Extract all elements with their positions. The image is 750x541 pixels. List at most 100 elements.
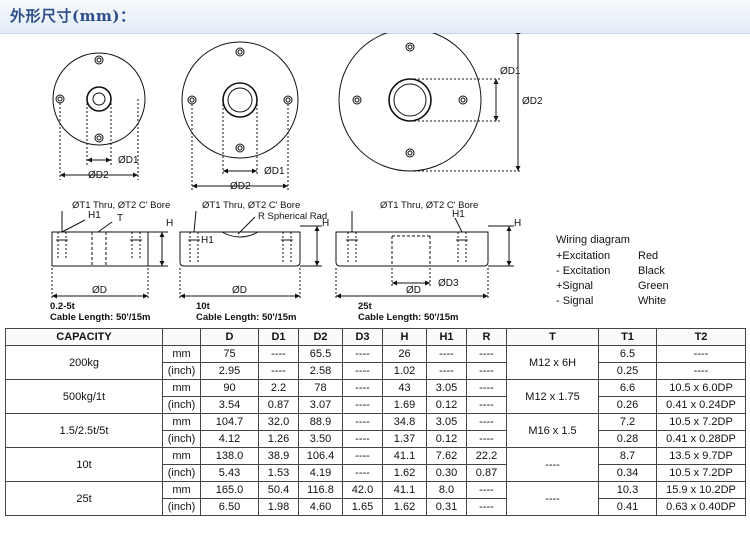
header-t2: T2 bbox=[656, 328, 746, 346]
t-label: T bbox=[117, 213, 123, 224]
r-cell: ---- bbox=[466, 362, 507, 380]
t2-cell: ---- bbox=[656, 345, 746, 363]
header-t1: T1 bbox=[598, 328, 657, 346]
r-cell: ---- bbox=[466, 498, 507, 516]
cable-note: Cable Length: 50'/15m bbox=[50, 312, 150, 323]
d2-cell: 4.19 bbox=[298, 464, 343, 482]
r-cell: 22.2 bbox=[466, 447, 507, 465]
header-capacity: CAPACITY bbox=[5, 328, 163, 346]
d3-cell: ---- bbox=[342, 464, 383, 482]
unit-cell: (inch) bbox=[162, 362, 201, 380]
h-cell: 1.02 bbox=[382, 362, 427, 380]
cable-note: Cable Length: 50'/15m bbox=[358, 312, 458, 323]
h1-label: H1 bbox=[88, 210, 101, 221]
t1-cell: 0.34 bbox=[598, 464, 657, 482]
header-t: T bbox=[506, 328, 599, 346]
h1-label: H1 bbox=[452, 209, 465, 220]
d3-cell: ---- bbox=[342, 362, 383, 380]
d1-cell: 1.26 bbox=[258, 430, 299, 448]
wire-color: White bbox=[638, 295, 667, 307]
t-cell: M12 x 1.75 bbox=[506, 379, 599, 414]
r-cell: ---- bbox=[466, 396, 507, 414]
h-label: H bbox=[514, 218, 521, 229]
top-view-small bbox=[52, 52, 146, 180]
d3-cell: ---- bbox=[342, 447, 383, 465]
unit-cell: (inch) bbox=[162, 430, 201, 448]
h1-cell: ---- bbox=[426, 345, 467, 363]
h-cell: 1.37 bbox=[382, 430, 427, 448]
thru-note: ØT1 Thru, ØT2 C' Bore bbox=[72, 200, 170, 211]
h1-cell: ---- bbox=[426, 362, 467, 380]
h1-cell: 7.62 bbox=[426, 447, 467, 465]
t-cell: M12 x 6H bbox=[506, 345, 599, 380]
d2-cell: 3.50 bbox=[298, 430, 343, 448]
d1-cell: 1.98 bbox=[258, 498, 299, 516]
h-cell: 43 bbox=[382, 379, 427, 397]
t2-cell: 15.9 x 10.2DP bbox=[656, 481, 746, 499]
t2-cell: 0.41 x 0.24DP bbox=[656, 396, 746, 414]
header-d3: D3 bbox=[342, 328, 383, 346]
header-d: D bbox=[200, 328, 259, 346]
r-cell: ---- bbox=[466, 379, 507, 397]
t1-cell: 0.26 bbox=[598, 396, 657, 414]
d2-cell: 116.8 bbox=[298, 481, 343, 499]
signal-name: +Signal bbox=[556, 280, 594, 292]
r-cell: ---- bbox=[466, 413, 507, 431]
d2-cell: 65.5 bbox=[298, 345, 343, 363]
capacity-note: 0.2-5t bbox=[50, 301, 76, 312]
d1-cell: 38.9 bbox=[258, 447, 299, 465]
signal-name: - Signal bbox=[556, 295, 594, 307]
d2-cell: 78 bbox=[298, 379, 343, 397]
d-cell: 4.12 bbox=[200, 430, 259, 448]
capacity-cell: 1.5/2.5t/5t bbox=[5, 413, 163, 448]
h1-cell: 0.30 bbox=[426, 464, 467, 482]
t2-cell: 0.63 x 0.40DP bbox=[656, 498, 746, 516]
header-d2: D2 bbox=[298, 328, 343, 346]
top-view-medium bbox=[181, 41, 299, 190]
t1-cell: 6.6 bbox=[598, 379, 657, 397]
section-header: 外形尺寸(mm)： bbox=[0, 0, 750, 34]
d3-label: ØD3 bbox=[438, 278, 459, 289]
capacity-note: 10t bbox=[196, 301, 211, 312]
d-cell: 75 bbox=[200, 345, 259, 363]
t1-cell: 0.41 bbox=[598, 498, 657, 516]
header-h1: H1 bbox=[426, 328, 467, 346]
h-label: H bbox=[166, 218, 173, 229]
wire-color: Red bbox=[638, 250, 659, 262]
t1-cell: 8.7 bbox=[598, 447, 657, 465]
d2-cell: 3.07 bbox=[298, 396, 343, 414]
h1-cell: 0.12 bbox=[426, 396, 467, 414]
header-r: R bbox=[466, 328, 507, 346]
header-d1: D1 bbox=[258, 328, 299, 346]
d1-cell: ---- bbox=[258, 345, 299, 363]
wire-color: Black bbox=[638, 265, 665, 277]
thru-note: ØT1 Thru, ØT2 C' Bore bbox=[380, 200, 478, 211]
h1-label: H1 bbox=[201, 235, 214, 246]
d3-cell: 42.0 bbox=[342, 481, 383, 499]
top-view-large bbox=[338, 33, 522, 172]
d3-cell: ---- bbox=[342, 430, 383, 448]
d2-cell: 106.4 bbox=[298, 447, 343, 465]
d-label: ØD bbox=[406, 285, 421, 296]
d-cell: 5.43 bbox=[200, 464, 259, 482]
d1-cell: 1.53 bbox=[258, 464, 299, 482]
d2-label: ØD2 bbox=[522, 96, 543, 107]
r-cell: ---- bbox=[466, 430, 507, 448]
t2-cell: 13.5 x 9.7DP bbox=[656, 447, 746, 465]
thru-note: ØT1 Thru, ØT2 C' Bore bbox=[202, 200, 300, 211]
h1-cell: 3.05 bbox=[426, 379, 467, 397]
unit-cell: (inch) bbox=[162, 464, 201, 482]
h-cell: 26 bbox=[382, 345, 427, 363]
h-cell: 41.1 bbox=[382, 447, 427, 465]
h-cell: 1.69 bbox=[382, 396, 427, 414]
